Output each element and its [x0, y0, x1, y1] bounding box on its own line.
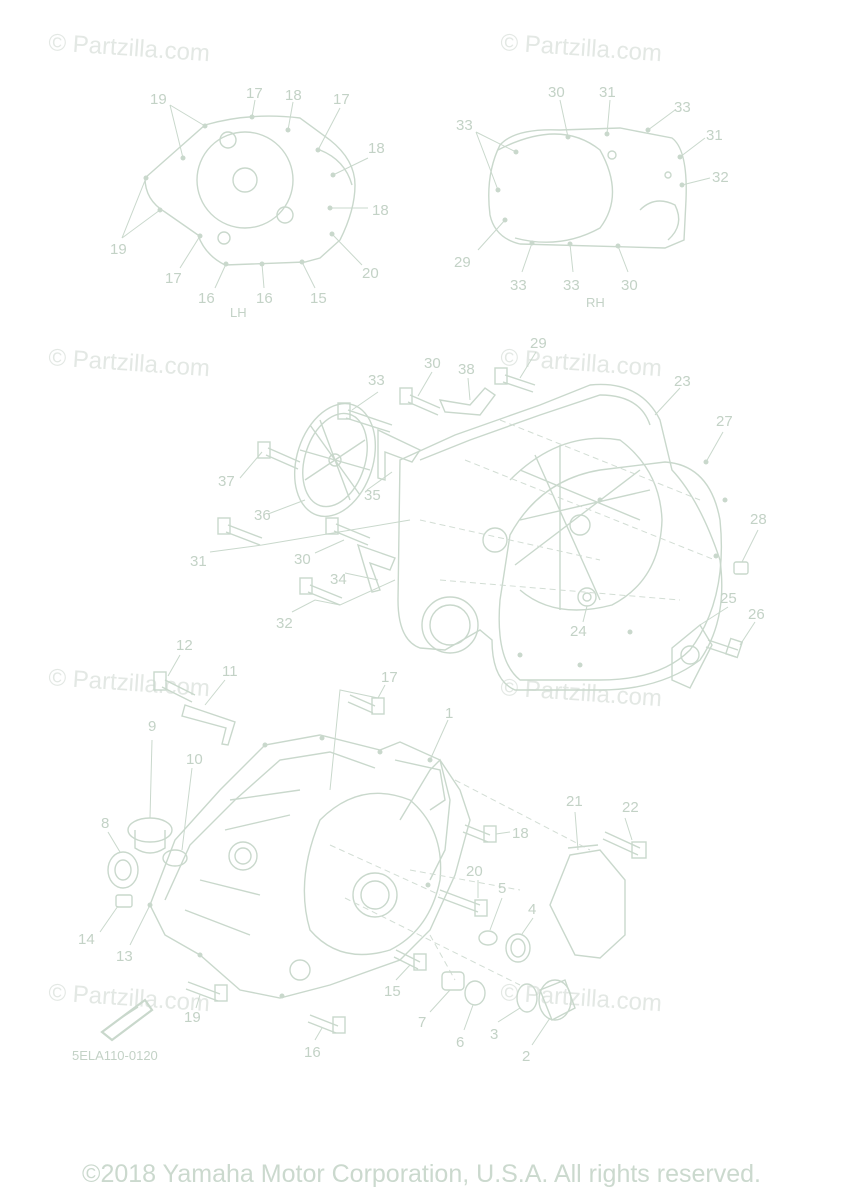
callout: 8	[101, 815, 109, 832]
callout: 18	[512, 825, 529, 842]
watermark: © Partzilla.com	[500, 29, 663, 67]
callout: 19	[184, 1009, 201, 1026]
callout: 29	[530, 335, 547, 352]
callout: 33	[510, 277, 527, 294]
callout: 11	[222, 663, 238, 680]
lh-crankcase-cover: 12 11 17 1 9 10 8 21 22 18 20 5 4 14 13 …	[72, 637, 647, 1065]
callout: 35	[364, 487, 381, 504]
callout: 31	[706, 127, 723, 144]
callout: 15	[384, 983, 401, 1000]
callout: 12	[176, 637, 193, 654]
callout: 16	[256, 290, 273, 307]
callout: 16	[304, 1044, 321, 1061]
callout: 6	[456, 1034, 464, 1051]
watermark: © Partzilla.com	[48, 29, 211, 67]
rh-crankcase-cover: 29 30 38 33 23 27 37 35 36 31 30 34 28 3…	[190, 335, 767, 691]
callout: 37	[218, 473, 235, 490]
callout: 24	[570, 623, 587, 640]
diagram-code: 5ELA110-0120	[72, 1048, 158, 1063]
callout: 32	[712, 169, 729, 186]
callout: 29	[454, 254, 471, 271]
callout: 33	[456, 117, 473, 134]
callout: 2	[522, 1048, 530, 1065]
callout: 4	[528, 901, 536, 918]
callout: 30	[548, 84, 565, 101]
callout: 33	[563, 277, 580, 294]
callout: 32	[276, 615, 293, 632]
watermark: © Partzilla.com	[48, 664, 211, 702]
callout: 22	[622, 799, 639, 816]
callout: 23	[674, 373, 691, 390]
gasket-rh-label: RH	[586, 295, 605, 310]
callout: 18	[285, 87, 302, 104]
callout: 5	[498, 880, 506, 897]
callout: 33	[674, 99, 691, 116]
callout: 17	[381, 669, 398, 686]
copyright-notice: ©2018 Yamaha Motor Corporation, U.S.A. A…	[82, 1160, 761, 1188]
gasket-lh-label: LH	[230, 305, 247, 320]
callout: 1	[445, 705, 453, 722]
callout: 33	[368, 372, 385, 389]
callout: 17	[246, 85, 263, 102]
callout: 31	[599, 84, 616, 101]
callout: 13	[116, 948, 133, 965]
callout: 34	[330, 571, 347, 588]
callout: 3	[490, 1026, 498, 1043]
callout: 31	[190, 553, 207, 570]
callout: 20	[466, 863, 483, 880]
callout: 14	[78, 931, 95, 948]
callout: 30	[621, 277, 638, 294]
callout: 17	[165, 270, 182, 287]
callout: 20	[362, 265, 379, 282]
callout: 30	[424, 355, 441, 372]
rh-gasket: 33 30 31 33 31 32 29 33 33 30 RH	[454, 84, 729, 310]
callout: 25	[720, 590, 737, 607]
callout: 10	[186, 751, 203, 768]
watermark: © Partzilla.com	[500, 344, 663, 382]
callout: 7	[418, 1014, 426, 1031]
callout: 27	[716, 413, 733, 430]
callout: 21	[566, 793, 583, 810]
callout: 17	[333, 91, 350, 108]
callout: 18	[368, 140, 385, 157]
callout: 19	[110, 241, 127, 258]
callout: 36	[254, 507, 271, 524]
callout: 9	[148, 718, 156, 735]
callout: 19	[150, 91, 167, 108]
callout: 18	[372, 202, 389, 219]
callout: 26	[748, 606, 765, 623]
callout: 16	[198, 290, 215, 307]
watermark: © Partzilla.com	[48, 344, 211, 382]
callout: 28	[750, 511, 767, 528]
callout: 15	[310, 290, 327, 307]
callout: 30	[294, 551, 311, 568]
callout: 38	[458, 361, 475, 378]
lh-gasket: 19 17 18 17 18 18 19 17 16 16 15 20 LH	[110, 85, 389, 320]
